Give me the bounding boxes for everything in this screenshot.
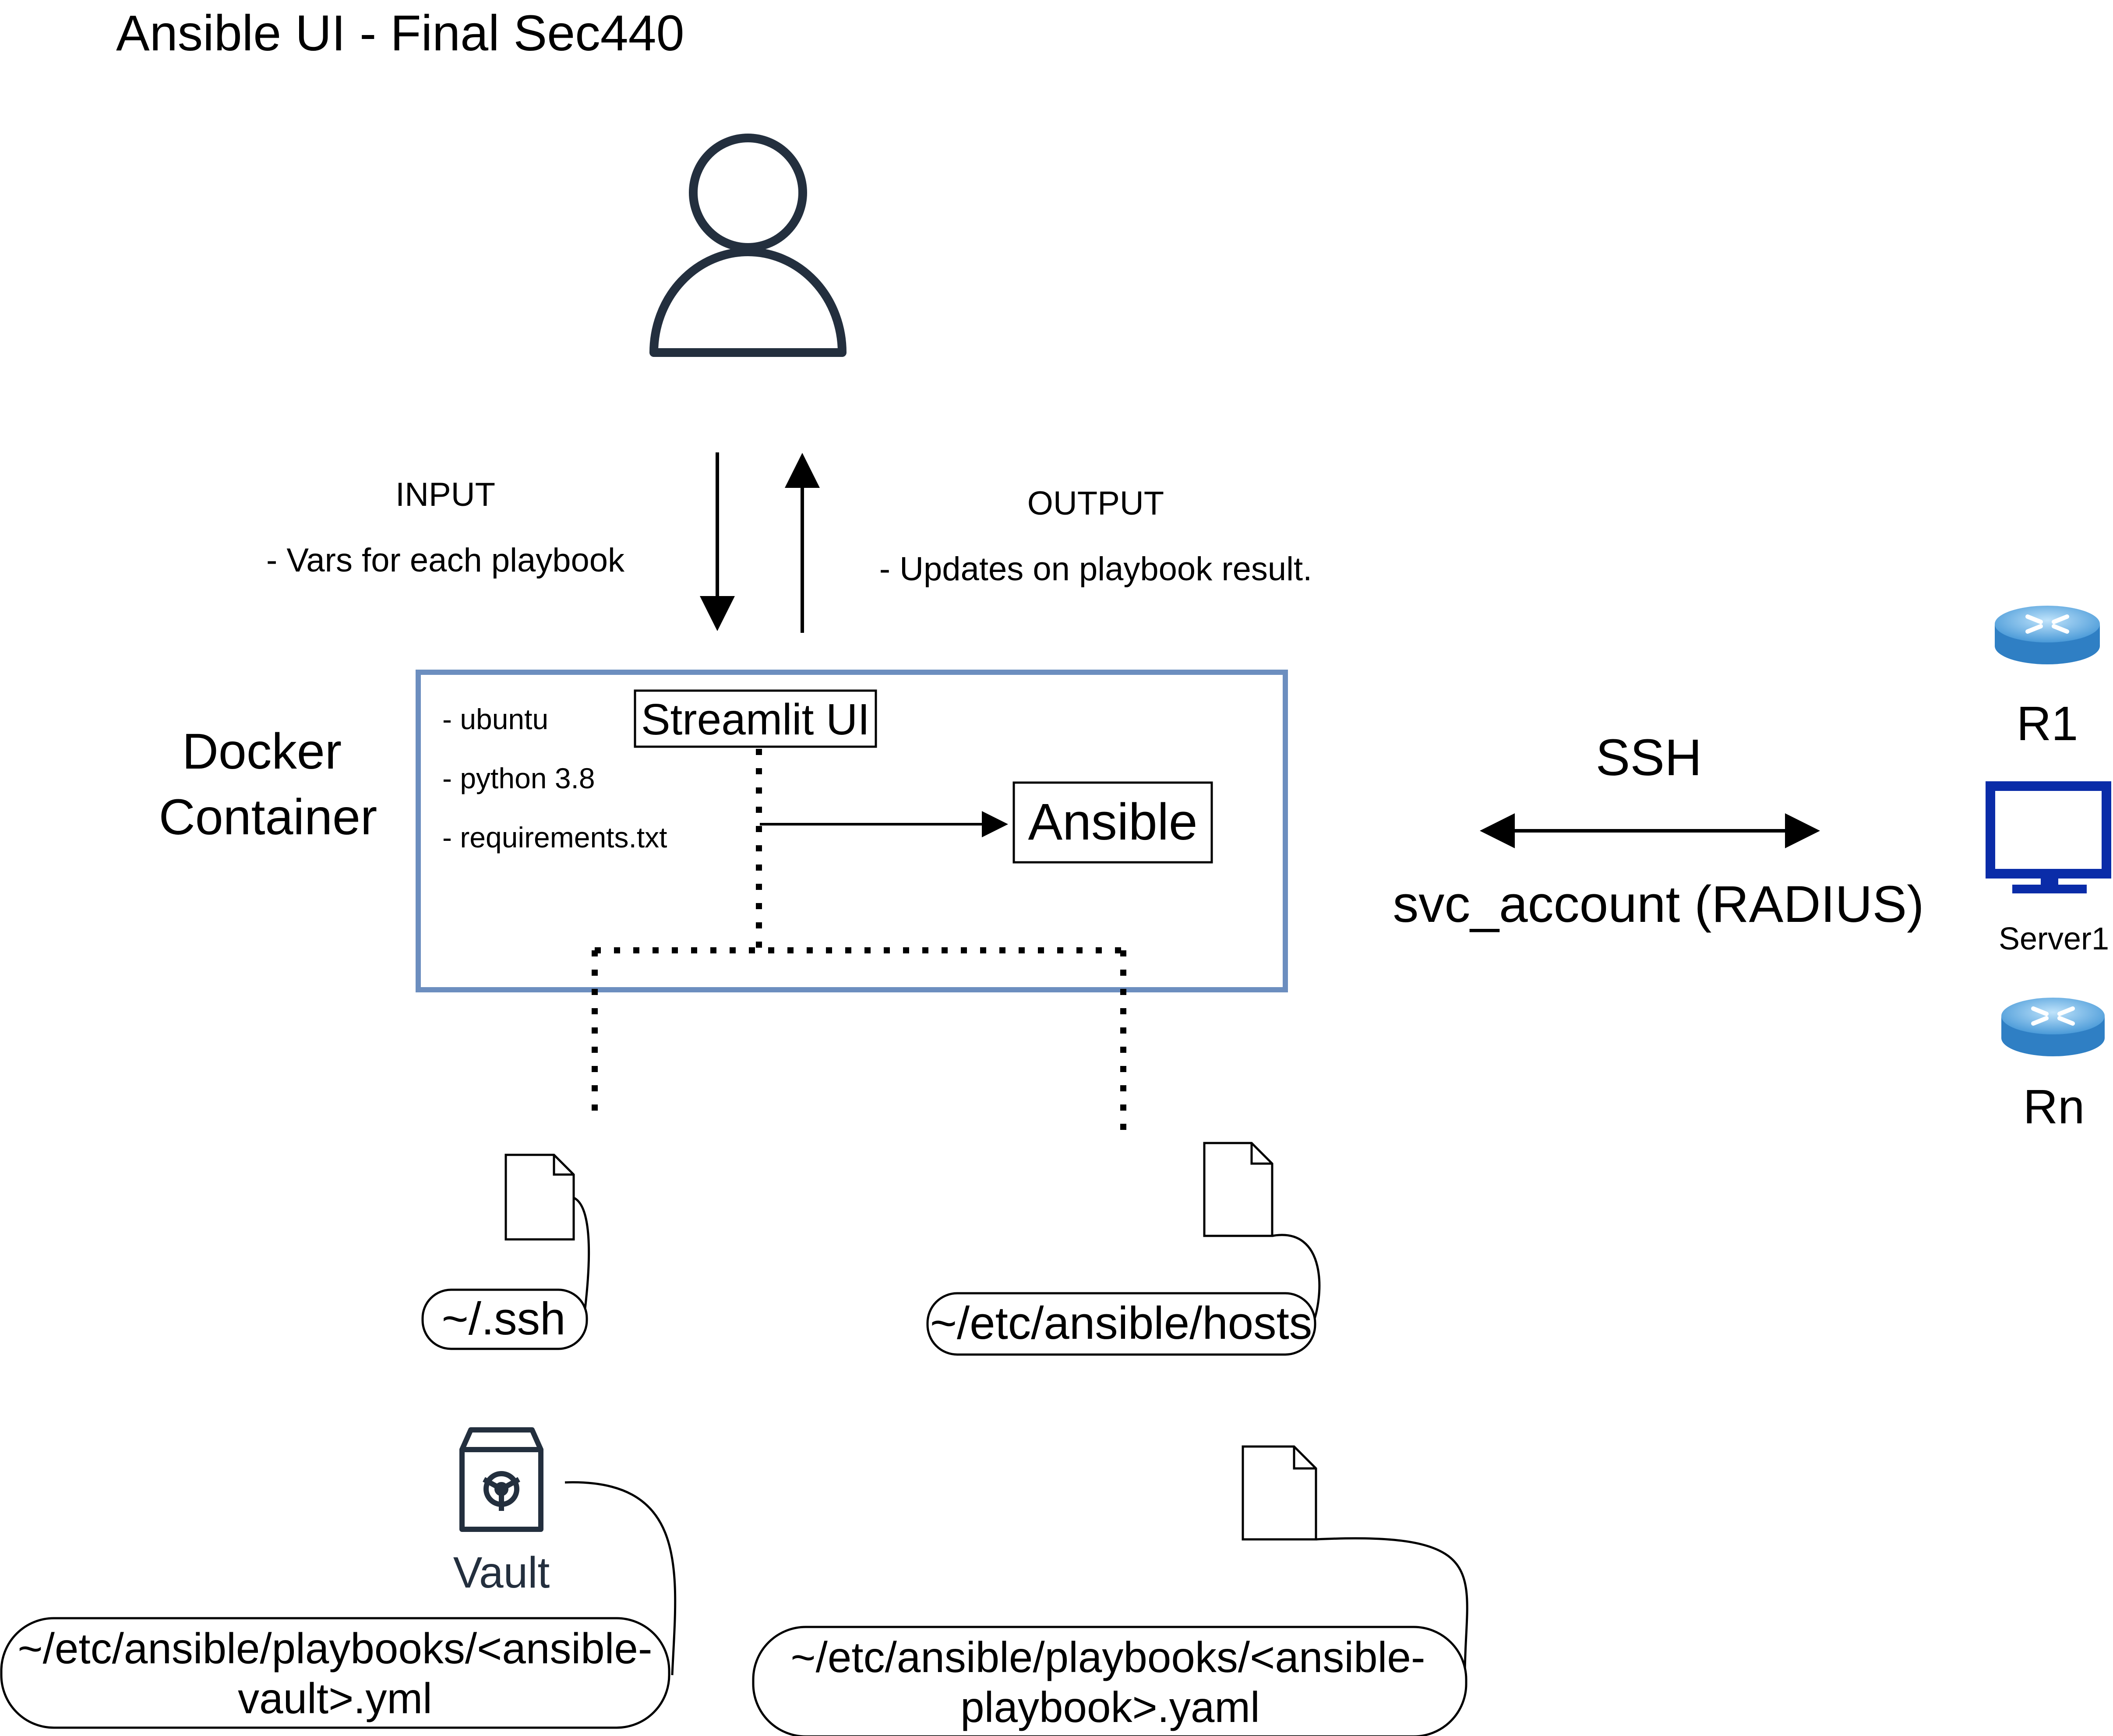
ssh-path-label: ~/.ssh bbox=[441, 1293, 565, 1344]
ssh-label: SSH bbox=[1596, 729, 1702, 787]
vault-path-line1: ~/etc/ansible/playbooks/<ansible- bbox=[18, 1624, 652, 1672]
router-n-label: Rn bbox=[2023, 1080, 2085, 1134]
spec-requirements: - requirements.txt bbox=[442, 821, 667, 854]
docker-container-box bbox=[416, 670, 1288, 992]
dotted-connectors bbox=[592, 749, 1126, 1134]
server1-label: Server1 bbox=[1999, 921, 2109, 956]
playbook-path-line2: playbook>.yaml bbox=[960, 1683, 1260, 1731]
document-icon bbox=[1203, 1142, 1273, 1237]
router-icon bbox=[1995, 606, 2100, 664]
docker-label-line2: Container bbox=[159, 789, 377, 845]
playbook-path-box bbox=[752, 1626, 1467, 1736]
router1-label: R1 bbox=[2017, 697, 2078, 751]
vault-path-line2: vault>.yml bbox=[238, 1674, 432, 1722]
streamlit-box bbox=[634, 689, 877, 748]
input-heading: INPUT bbox=[395, 476, 495, 513]
diagram-title: Ansible UI - Final Sec440 bbox=[116, 5, 684, 61]
hosts-path-label: ~/etc/ansible/hosts bbox=[930, 1298, 1312, 1349]
document-icon bbox=[1242, 1445, 1317, 1541]
spec-python: - python 3.8 bbox=[442, 762, 595, 794]
ansible-label: Ansible bbox=[1028, 793, 1197, 851]
monitor-icon bbox=[1986, 781, 2111, 893]
ansible-box bbox=[1012, 781, 1213, 864]
vault-icon bbox=[459, 1427, 543, 1532]
ssh-path-box bbox=[421, 1288, 588, 1350]
hosts-path-box bbox=[926, 1292, 1316, 1356]
spec-ubuntu: - ubuntu bbox=[442, 703, 548, 735]
streamlit-label: Streamlit UI bbox=[641, 695, 870, 744]
playbook-path-line1: ~/etc/ansible/playbooks/<ansible- bbox=[790, 1633, 1425, 1681]
svc-account-label: svc_account (RADIUS) bbox=[1393, 875, 1924, 933]
docker-label-line1: Docker bbox=[182, 723, 342, 780]
user-icon bbox=[649, 134, 847, 357]
vault-link bbox=[564, 1481, 677, 1676]
playbook-doc-link bbox=[1316, 1537, 1468, 1676]
router-icon bbox=[2001, 998, 2105, 1056]
vault-path-box bbox=[0, 1617, 670, 1729]
output-detail: - Updates on playbook result. bbox=[879, 550, 1312, 588]
hosts-doc-link bbox=[1272, 1234, 1321, 1327]
document-icon bbox=[504, 1154, 575, 1241]
input-detail: - Vars for each playbook bbox=[266, 542, 625, 579]
output-heading: OUTPUT bbox=[1027, 485, 1164, 522]
vault-icon-label: Vault bbox=[453, 1548, 550, 1597]
